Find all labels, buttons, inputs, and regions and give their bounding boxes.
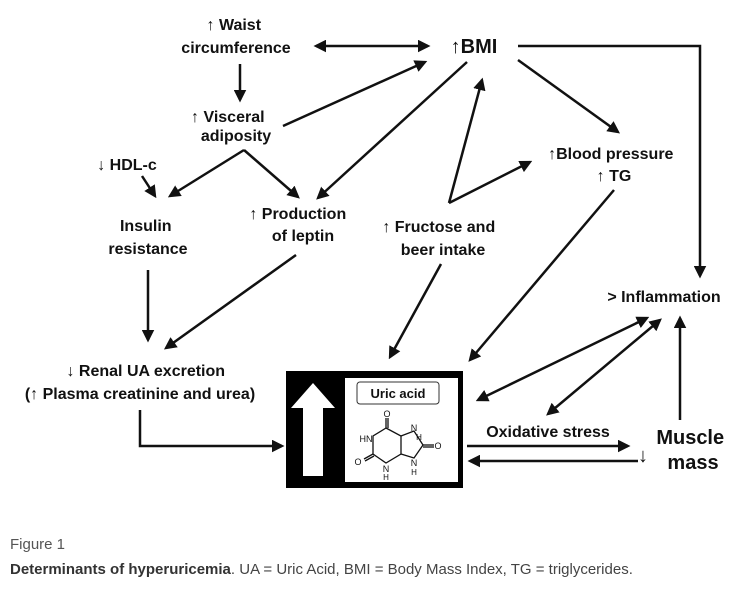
arrow-visceral-leptin (243, 149, 300, 199)
node-insulin-line1: Insulin (120, 218, 172, 235)
uric-acid-label-box (356, 381, 440, 405)
atom-label: H (383, 473, 389, 482)
node-muscle-arrow: ↓ (638, 445, 648, 467)
node-renal-line1: ↓ Renal UA excretion (66, 363, 225, 380)
arrow-renal-uricacid (138, 410, 285, 453)
hyperuricemia-diagram: ↑ Waist circumference ↑BMI ↑ Visceral ad… (25, 17, 729, 488)
atom-label: O (383, 409, 390, 419)
arrow-inflammation-oxidative (546, 318, 662, 416)
node-bmi: ↑BMI (451, 36, 498, 58)
arrow-fructose-bmi-bp (447, 77, 486, 204)
arrow-inflammation-uricacid (475, 316, 650, 402)
atom-label: O (354, 457, 361, 467)
node-fructose-line2: beer intake (401, 242, 486, 259)
node-bp-tg-line2: ↑ TG (597, 168, 632, 185)
node-bp-tg: ↑Blood pressure ↑ TG (548, 146, 678, 185)
atom-label: N (411, 423, 418, 433)
up-arrow-icon (291, 383, 335, 476)
node-muscle-line2: mass (667, 452, 718, 474)
node-waist: ↑ Waist circumference (181, 17, 290, 57)
figure-label: Figure 1 (10, 536, 66, 553)
uric-acid-label: Uric acid (371, 386, 426, 401)
uric-acid-box: Uric acid O HN N H N H O N H O (286, 371, 463, 488)
node-inflammation: > Inflammation (607, 289, 720, 306)
arrow-bp-uricacid (468, 189, 615, 362)
uric-acid-molecule-icon (363, 418, 434, 464)
node-renal: ↓ Renal UA excretion (↑ Plasma creatinin… (25, 363, 255, 403)
node-visceral: ↑ Visceral adiposity (191, 109, 271, 145)
atom-label: N (411, 458, 418, 468)
arrow-leptin-renal (163, 253, 297, 350)
node-muscle-line1: Muscle (656, 427, 724, 449)
figure-caption-title: Determinants of hyperuricemia (10, 561, 231, 578)
node-fructose: ↑ Fructose and beer intake (382, 219, 499, 259)
node-leptin-line2: of leptin (272, 228, 334, 245)
atom-label: N (383, 464, 390, 474)
node-muscle: Muscle mass (656, 427, 729, 474)
arrow-bmi-leptin (316, 61, 468, 200)
node-leptin: ↑ Production of leptin (249, 206, 350, 245)
arrow-visceral-insulin (167, 148, 245, 198)
node-fructose-line1: ↑ Fructose and (382, 219, 495, 236)
node-leptin-line1: ↑ Production (249, 206, 346, 223)
node-insulin-line2: resistance (108, 241, 187, 258)
arrow-visceral-bmi (282, 60, 428, 128)
node-insulin: Insulin resistance (108, 218, 187, 258)
arrow-bmi-inflammation (518, 44, 707, 279)
arrow-bmi-bp (517, 58, 621, 134)
arrow-hdl-insulin (140, 175, 157, 199)
arrows (138, 39, 707, 468)
node-oxidative: Oxidative stress (486, 424, 610, 441)
atom-label: H (416, 433, 422, 442)
arrow-fructose-uricacid (388, 263, 443, 360)
node-visceral-line1: ↑ Visceral (191, 109, 265, 126)
atom-label: HN (360, 434, 373, 444)
node-renal-line2: (↑ Plasma creatinine and urea) (25, 386, 255, 403)
arrow-fructose-bp (448, 160, 533, 205)
atom-label: O (434, 441, 441, 451)
figure-caption-text: . UA = Uric Acid, BMI = Body Mass Index,… (230, 561, 633, 578)
figure-caption: Determinants of hyperuricemia. UA = Uric… (10, 561, 633, 578)
node-bp-tg-line1: ↑Blood pressure (548, 146, 673, 163)
uric-acid-atoms: O HN N H N H O N H O (354, 409, 441, 482)
node-visceral-line2: adiposity (201, 128, 271, 145)
node-waist-line1: ↑ Waist (207, 17, 262, 34)
node-waist-line2: circumference (181, 40, 290, 57)
node-hdl: ↓ HDL-c (97, 157, 157, 174)
atom-label: H (411, 468, 417, 477)
